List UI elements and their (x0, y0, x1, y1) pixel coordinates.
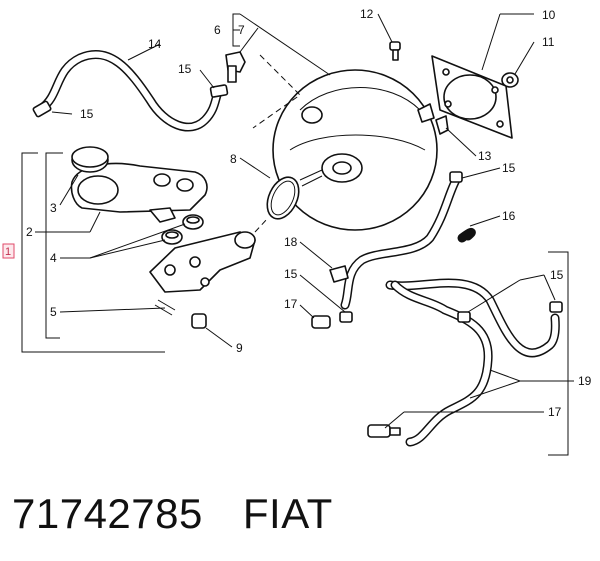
part-caption: 71742785 FIAT (12, 490, 333, 540)
gasket-10 (431, 55, 513, 139)
label-3: 3 (50, 201, 57, 215)
seals-4 (161, 214, 204, 245)
clip-18 (329, 265, 349, 283)
check-valve-7 (225, 51, 301, 129)
clip-13 (417, 103, 449, 135)
bracket-group-1 (21, 152, 165, 353)
label-15d: 15 (284, 267, 298, 281)
exploded-parts-diagram: 1 2 3 4 5 6 7 8 9 10 11 12 13 14 15 15 1… (2, 7, 592, 456)
label-15a: 15 (178, 62, 192, 76)
label-4: 4 (50, 251, 57, 265)
label-15b: 15 (80, 107, 94, 121)
hose-16 (340, 175, 461, 310)
label-5: 5 (50, 305, 57, 319)
label-10: 10 (542, 8, 556, 22)
dashed-line-cylinder (254, 217, 269, 233)
label-15c: 15 (502, 161, 516, 175)
fittings-17 (311, 315, 401, 438)
brand-name: FIAT (242, 490, 333, 537)
label-6: 6 (214, 23, 221, 37)
label-2: 2 (26, 225, 33, 239)
hose-clamp-15-left (32, 84, 229, 118)
fluid-reservoir-2 (70, 162, 208, 223)
bracket-group-19 (548, 251, 574, 456)
label-17b: 17 (548, 405, 562, 419)
label-16: 16 (502, 209, 516, 223)
bushing-9 (191, 313, 207, 329)
label-9: 9 (236, 341, 243, 355)
label-12: 12 (360, 7, 374, 21)
label-7: 7 (238, 23, 245, 37)
part-number: 71742785 (12, 490, 203, 537)
label-19: 19 (578, 374, 592, 388)
leader-lines (35, 13, 574, 429)
label-13: 13 (478, 149, 492, 163)
brake-booster (272, 69, 438, 231)
master-cylinder (149, 231, 256, 316)
o-ring-8 (266, 176, 300, 220)
highlight-label-1: 1 (2, 243, 15, 259)
label-15e: 15 (550, 268, 564, 282)
label-11: 11 (542, 35, 555, 49)
label-17a: 17 (284, 297, 298, 311)
nut-11 (501, 72, 519, 88)
label-18: 18 (284, 235, 298, 249)
hose-19 (385, 227, 560, 447)
label-1: 1 (5, 246, 11, 258)
hose-14 (37, 50, 223, 132)
label-14: 14 (148, 37, 162, 51)
reservoir-cap-3 (71, 146, 109, 173)
label-8: 8 (230, 152, 237, 166)
bolt-12 (389, 41, 401, 61)
clamps-15 (339, 171, 563, 323)
